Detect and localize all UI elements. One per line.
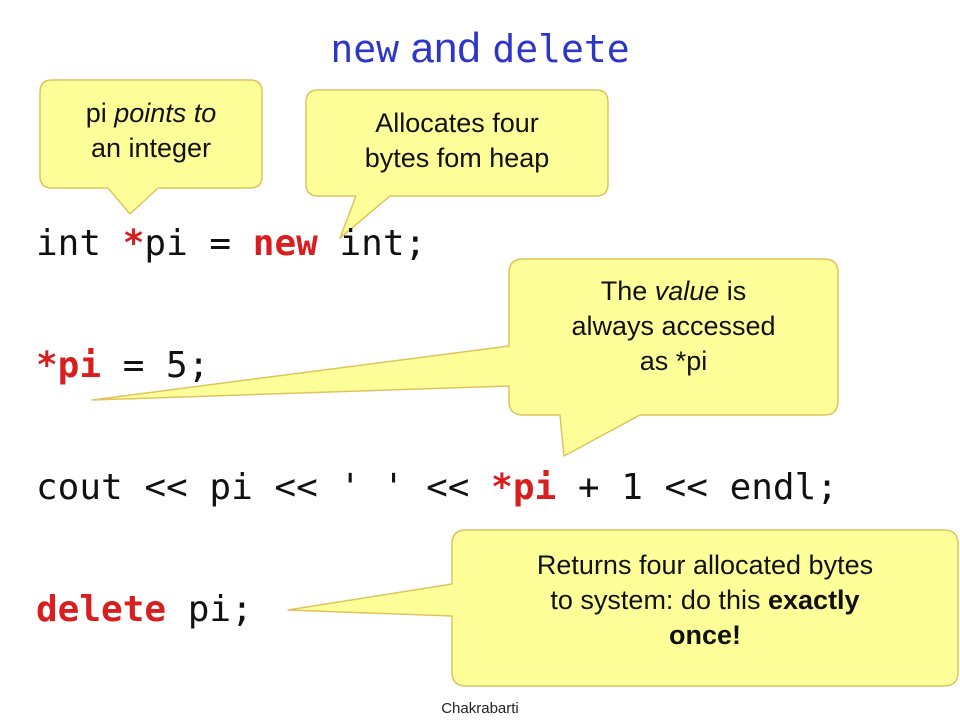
- callout-bubble-alloc: [305, 89, 609, 239]
- title-new: new: [330, 27, 399, 71]
- emphasis-exactly: exactly: [768, 585, 860, 615]
- title-and: and: [398, 24, 493, 71]
- code-line-2: *pi = 5;: [36, 345, 210, 386]
- slide-title: new and delete: [0, 22, 960, 75]
- callout-alloc: Allocates four bytes fom heap: [364, 108, 550, 173]
- keyword-delete: delete: [36, 589, 167, 630]
- pointer-star: *: [122, 223, 145, 264]
- code-line-3: cout << pi << ' ' << *pi + 1 << endl;: [36, 467, 838, 508]
- callout-value: The value is always accessed as *pi: [571, 276, 776, 376]
- emphasis-points-to: points to: [114, 98, 217, 128]
- emphasis-once: once!: [668, 620, 741, 650]
- callout-bubble-value: [91, 258, 839, 457]
- deref-pi: *pi: [491, 467, 557, 508]
- title-delete: delete: [492, 27, 630, 71]
- callout-bubble-release: [287, 529, 959, 687]
- footer-author: Chakrabarti: [441, 700, 519, 717]
- callout-bubble-pointer: [39, 79, 263, 215]
- callout-release: Returns four allocated bytes to system: …: [536, 550, 874, 650]
- keyword-new: new: [252, 223, 318, 264]
- deref-pi: *pi: [36, 345, 102, 386]
- code-line-1: int *pi = new int;: [36, 223, 427, 264]
- emphasis-value: value: [654, 276, 720, 306]
- code-line-4: delete pi;: [36, 589, 253, 630]
- callout-pointer: pi points to an integer: [85, 98, 217, 163]
